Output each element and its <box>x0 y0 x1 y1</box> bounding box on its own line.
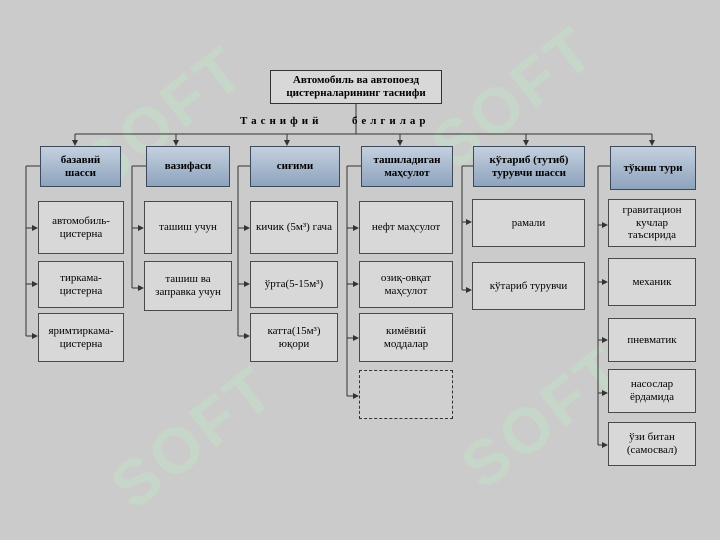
category-item: нефт маҳсулот <box>359 201 453 254</box>
category-item: рамали <box>472 199 585 247</box>
category-item: ўзи битан (самосвал) <box>608 422 696 466</box>
category-item: кимёвий моддалар <box>359 313 453 362</box>
category-item: озиқ-овқат маҳсулот <box>359 261 453 308</box>
category-item: механик <box>608 258 696 306</box>
category-item: ташиш учун <box>144 201 232 254</box>
column-header-support-chassis: кўтариб (тутиб) турувчи шасси <box>473 146 585 187</box>
category-item: кўтариб турувчи <box>472 262 585 310</box>
category-item: ўрта(5-15м³) <box>250 261 338 308</box>
category-item: пневматик <box>608 318 696 362</box>
caption-right: белгилар <box>352 115 430 127</box>
category-item: тиркама-цистерна <box>38 261 124 308</box>
category-item: кичик (5м³) гача <box>250 201 338 254</box>
category-item: автомобиль-цистерна <box>38 201 124 254</box>
caption-left: Таснифий <box>240 115 323 127</box>
column-header-capacity: сиғими <box>250 146 340 187</box>
placeholder-item <box>359 370 453 419</box>
column-header-purpose: вазифаси <box>146 146 230 187</box>
column-header-transported-product: ташиладиган маҳсулот <box>361 146 453 187</box>
category-item: ташиш ва заправка учун <box>144 261 232 311</box>
column-header-discharge-type: тўкиш тури <box>610 146 696 190</box>
category-item: яримтиркама-цистерна <box>38 313 124 362</box>
diagram-title: Автомобиль ва автопоезд цистерналарининг… <box>270 70 442 104</box>
category-item: насослар ёрдамида <box>608 369 696 413</box>
category-item: гравитацион кучлар таъсирида <box>608 199 696 247</box>
column-header-base-chassis: базавий шасси <box>40 146 121 187</box>
category-item: катта(15м³) юқори <box>250 313 338 362</box>
